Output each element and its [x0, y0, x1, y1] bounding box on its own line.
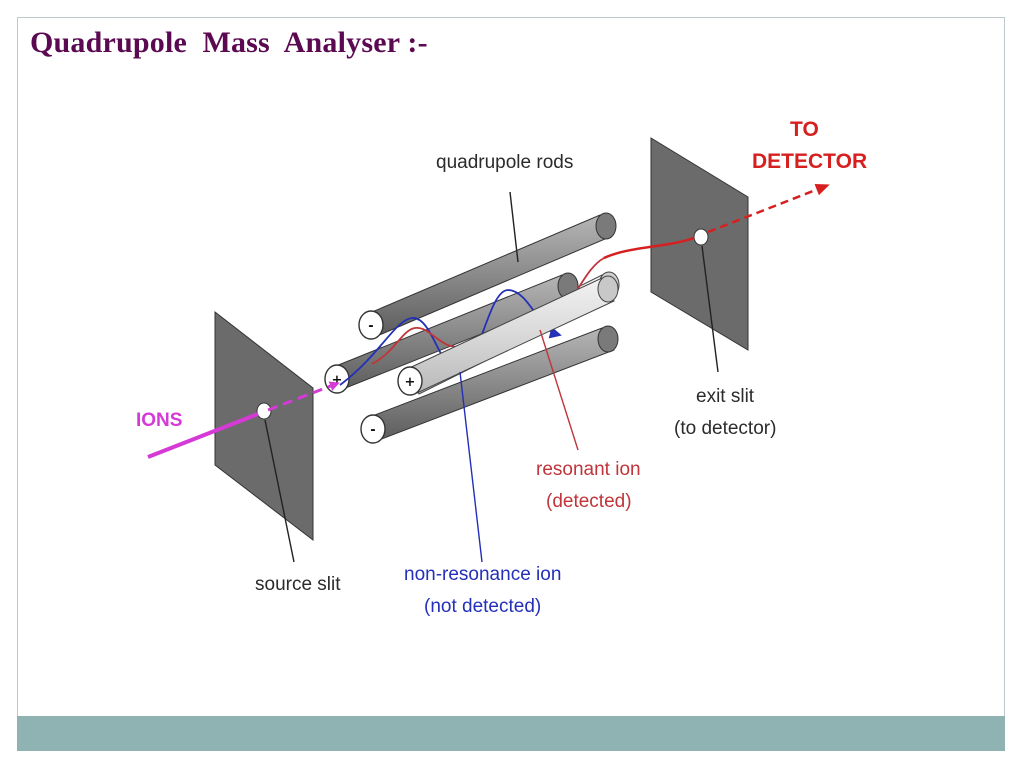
slide-title: Quadrupole Mass Analyser :-: [30, 26, 428, 59]
ion-beam: [147, 381, 340, 459]
rod-top-sign: -: [368, 319, 373, 334]
to-detector-label-line2: DETECTOR: [752, 150, 867, 173]
exit-slit-label-line1: exit slit: [696, 386, 755, 407]
rod-top: -: [358, 212, 617, 340]
ions-label: IONS: [136, 410, 182, 431]
exit-slit-plate: [650, 137, 749, 351]
non-resonance-ion-label-line2: (not detected): [424, 596, 541, 617]
detector-beam: [603, 184, 830, 260]
footer-bar: [17, 716, 1005, 751]
rod-front: +: [397, 275, 619, 396]
rod-front-sign: +: [405, 375, 416, 390]
exit-slit-label-line2: (to detector): [674, 418, 776, 439]
rod-bottom: -: [360, 325, 619, 444]
rod-left-sign: +: [332, 373, 343, 388]
quadrupole-rods-leader: [509, 191, 519, 263]
non-resonance-ion-label-line1: non-resonance ion: [404, 564, 561, 585]
resonant-ion-label-line2: (detected): [546, 491, 632, 512]
source-slit-plate: [214, 310, 314, 542]
resonant-ion-label-line1: resonant ion: [536, 459, 641, 480]
quadrupole-rods-label: quadrupole rods: [436, 152, 573, 173]
to-detector-label-line1: TO: [790, 118, 819, 141]
rod-bottom-sign: -: [370, 423, 375, 438]
exit-slit-leader: [701, 245, 719, 373]
non-resonance-ion-leader: [459, 371, 483, 563]
source-slit-leader: [264, 419, 295, 563]
source-slit-label: source slit: [255, 574, 341, 595]
resonant-ion-leader: [539, 329, 579, 451]
